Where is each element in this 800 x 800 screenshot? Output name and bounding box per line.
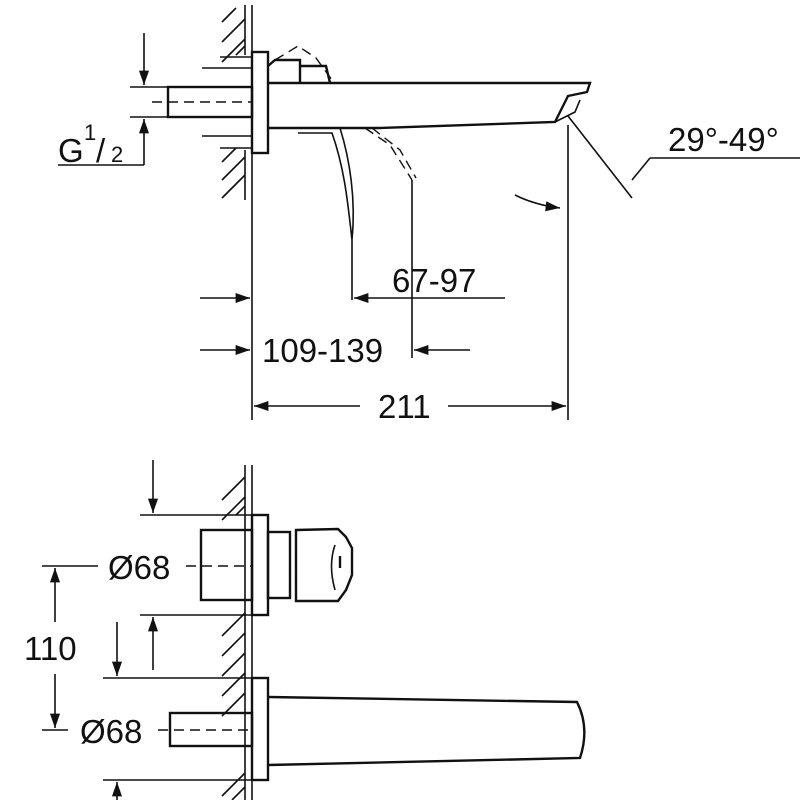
dim-handle: 67-97 <box>392 262 476 299</box>
spout <box>267 695 586 767</box>
spout-stub <box>168 711 254 748</box>
diameter-upper: Ø68 <box>108 549 170 586</box>
spout-body <box>268 81 592 130</box>
thread-fraction-num: 1 <box>84 120 96 145</box>
handle-base <box>267 58 332 84</box>
flange-spout <box>250 676 270 782</box>
wall-flange-top <box>250 50 270 155</box>
thread-label: G <box>58 132 84 169</box>
dim-wall-to-handle: 109-139 <box>262 332 383 369</box>
handle-collar <box>266 530 292 600</box>
thread-fraction-slash: / <box>96 132 106 169</box>
thread-fraction-den: 2 <box>111 142 123 167</box>
lever-handle <box>298 127 355 241</box>
flange-handle <box>250 513 270 617</box>
dim-projection: 211 <box>378 388 431 425</box>
valve-body <box>199 528 254 602</box>
angle-label: 29°-49° <box>668 121 779 158</box>
center-distance: 110 <box>24 630 77 667</box>
diameter-lower: Ø68 <box>80 713 142 750</box>
side-view <box>58 5 800 420</box>
front-view <box>42 460 586 800</box>
handle-knob <box>294 527 354 603</box>
